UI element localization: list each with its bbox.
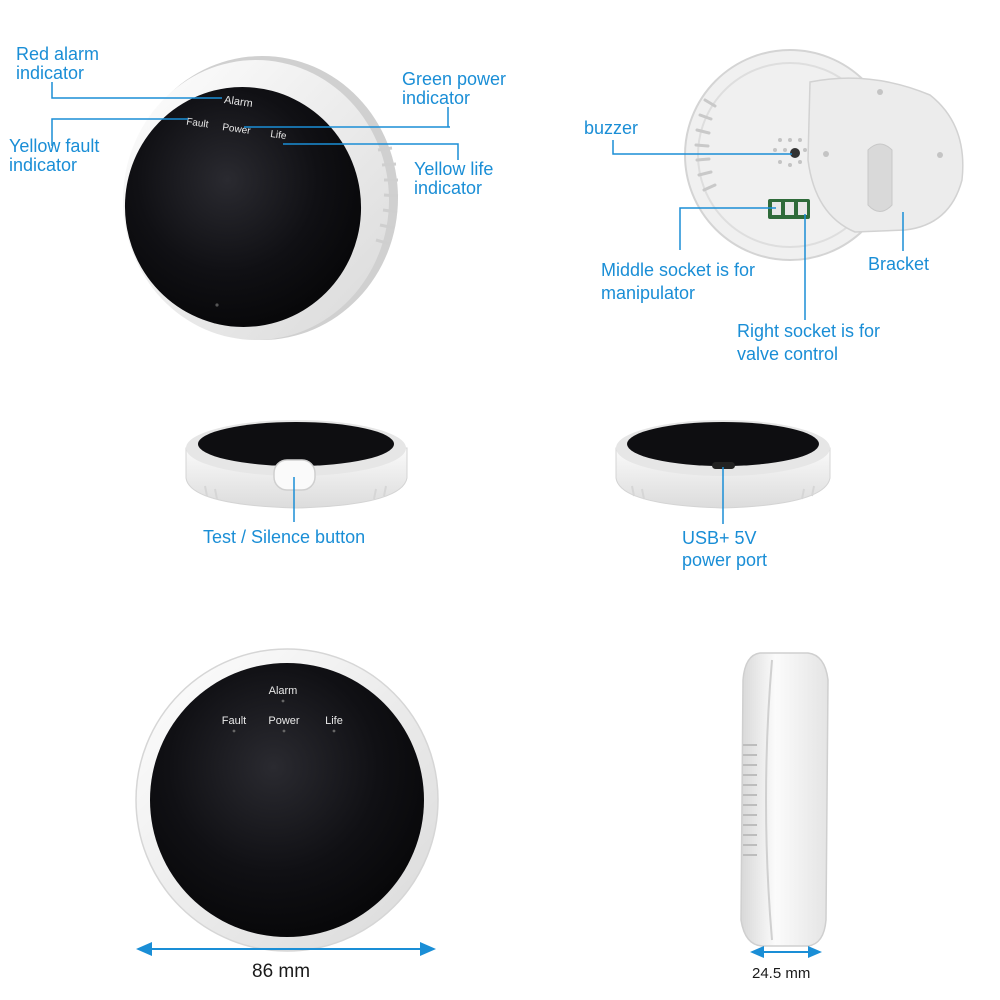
callout-yellow-life-line1: Yellow life <box>414 159 494 179</box>
callout-usb-port: USB+ 5V power port <box>682 529 767 570</box>
life-led <box>332 729 336 733</box>
device-front-flat: Alarm Fault Power Life <box>135 648 439 952</box>
callout-yellow-life-line2: indicator <box>414 178 483 198</box>
callout-green-power-line1: Green power <box>402 69 507 89</box>
callout-test-button: Test / Silence button <box>203 527 366 547</box>
leader-red-alarm <box>51 82 222 99</box>
dimension-thickness-label: 24.5 mm <box>752 965 811 982</box>
callout-red-alarm: Red alarm indicator <box>16 45 99 83</box>
device-front-angled: Alarm Fault Power Life <box>123 56 399 340</box>
callout-right-socket: Right socket is for valve control <box>737 322 880 364</box>
dimension-thickness <box>750 946 822 958</box>
callout-middle-socket: Middle socket is for manipulator <box>601 261 755 303</box>
callout-usb-port-line1: USB+ 5V <box>682 528 757 548</box>
dimension-diameter <box>136 942 436 956</box>
buzzer-grille <box>773 138 807 167</box>
dimension-diameter-label: 86 mm <box>252 961 311 982</box>
callout-buzzer: buzzer <box>584 118 639 138</box>
buzzer <box>790 148 800 158</box>
fault-led <box>232 729 236 733</box>
flat-power-label: Power <box>268 715 300 727</box>
leader-middle-socket <box>679 207 776 250</box>
alarm-led <box>281 699 285 703</box>
front-alarm-label: Alarm <box>223 94 253 110</box>
usb-port <box>712 462 735 469</box>
front-life-label: Life <box>270 129 288 142</box>
leader-yellow-fault <box>51 118 188 146</box>
device-rear <box>684 49 964 261</box>
power-led <box>282 729 286 733</box>
callout-yellow-fault-line1: Yellow fault <box>9 136 100 156</box>
front-fault-label: Fault <box>186 117 210 131</box>
callout-usb-port-line2: power port <box>682 550 768 570</box>
callout-green-power: Green power indicator <box>402 70 506 108</box>
front-power-label: Power <box>222 122 252 137</box>
leader-yellow-life <box>283 143 459 160</box>
leader-lines <box>51 82 904 524</box>
flat-fault-label: Fault <box>222 715 246 727</box>
callout-middle-socket-line2: manipulator <box>601 283 696 303</box>
flat-life-label: Life <box>325 715 343 727</box>
device-profile <box>740 652 829 947</box>
sensor-hole <box>215 303 219 307</box>
callout-yellow-life: Yellow life indicator <box>414 160 493 198</box>
callout-red-alarm-line2: indicator <box>16 63 85 83</box>
callout-right-socket-line2: valve control <box>737 344 839 364</box>
callout-bracket: Bracket <box>868 254 930 274</box>
callout-middle-socket-line1: Middle socket is for <box>601 260 756 280</box>
leader-buzzer <box>612 140 792 155</box>
callout-green-power-line2: indicator <box>402 88 471 108</box>
callout-yellow-fault-line2: indicator <box>9 155 78 175</box>
flat-alarm-label: Alarm <box>269 685 298 697</box>
callout-red-alarm-line1: Red alarm <box>16 44 100 64</box>
callout-yellow-fault: Yellow fault indicator <box>9 137 99 175</box>
callout-right-socket-line1: Right socket is for <box>737 321 881 341</box>
device-side-button <box>185 420 408 509</box>
